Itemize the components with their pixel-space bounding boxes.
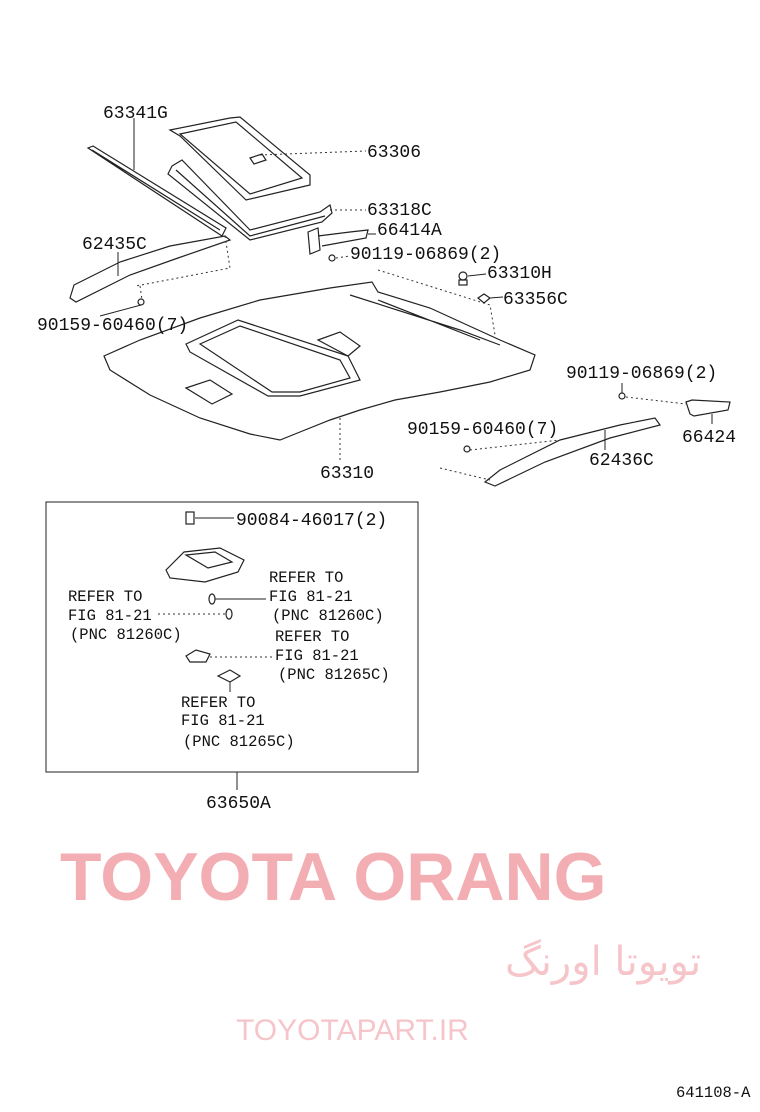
label-66414a: 66414A	[377, 221, 442, 241]
ref-line: (PNC 81260C)	[70, 626, 182, 644]
ref-line: (PNC 81260C)	[272, 607, 384, 625]
reference-note-3: REFER TO FIG 81-21 (PNC 81265C)	[275, 628, 390, 684]
part-62435c-rail	[69, 235, 232, 317]
label-63310: 63310	[320, 464, 374, 484]
reference-note-4: REFER TO FIG 81-21 (PNC 81265C)	[181, 694, 295, 751]
part-63318c-seal	[167, 159, 366, 241]
label-90159-left: 90159-60460(7)	[37, 316, 188, 336]
label-63318c: 63318C	[367, 201, 432, 221]
figure-id: 641108-A	[676, 1084, 751, 1102]
ref-line: FIG 81-21	[68, 607, 152, 625]
part-66424-bracket	[618, 383, 731, 424]
part-62436c-rail	[439, 417, 661, 487]
assembly-box-63650a	[45, 501, 419, 773]
ref-line: REFER TO	[181, 694, 255, 712]
part-66414a-bracket	[307, 227, 376, 262]
reference-note-2: REFER TO FIG 81-21 (PNC 81260C)	[68, 588, 182, 644]
label-63650a: 63650A	[206, 794, 271, 814]
ref-line: (PNC 81265C)	[278, 666, 390, 684]
label-90119-right: 90119-06869(2)	[566, 364, 717, 384]
part-bulb-a	[208, 593, 266, 605]
label-90119-upper: 90119-06869(2)	[350, 245, 501, 265]
part-63310-headliner	[103, 269, 536, 460]
watermark-site: TOYOTAPART.IR	[236, 1014, 469, 1047]
label-66424: 66424	[682, 428, 736, 448]
ref-line: REFER TO	[68, 588, 142, 606]
label-90084: 90084-46017(2)	[236, 511, 387, 531]
part-63356c-nut	[476, 293, 504, 304]
watermark-persian: تویوتا اورنگ	[505, 939, 701, 985]
ref-line: REFER TO	[269, 569, 343, 587]
label-63356c: 63356C	[503, 290, 568, 310]
label-62436c: 62436C	[589, 451, 654, 471]
label-62435c: 62435C	[82, 235, 147, 255]
part-63306-frame	[168, 116, 367, 201]
label-90159-right: 90159-60460(7)	[407, 420, 558, 440]
part-63310h-clip	[458, 271, 487, 286]
ref-line: (PNC 81265C)	[183, 733, 295, 751]
ref-line: REFER TO	[275, 628, 349, 646]
ref-line: FIG 81-21	[275, 647, 359, 665]
label-63341g: 63341G	[103, 104, 168, 124]
part-room-lamp	[165, 547, 245, 583]
part-bulb-b	[158, 608, 233, 620]
part-lens-b	[216, 669, 242, 692]
ref-line: FIG 81-21	[269, 588, 353, 606]
label-63310h: 63310H	[487, 264, 552, 284]
part-90084-screw	[185, 511, 234, 525]
reference-note-1: REFER TO FIG 81-21 (PNC 81260C)	[269, 569, 384, 625]
ref-line: FIG 81-21	[181, 712, 265, 730]
label-63306: 63306	[367, 143, 421, 163]
part-lens-a	[185, 649, 274, 663]
watermark-main: TOYOTA ORANG	[60, 839, 607, 915]
part-63341g-strip	[86, 118, 227, 237]
